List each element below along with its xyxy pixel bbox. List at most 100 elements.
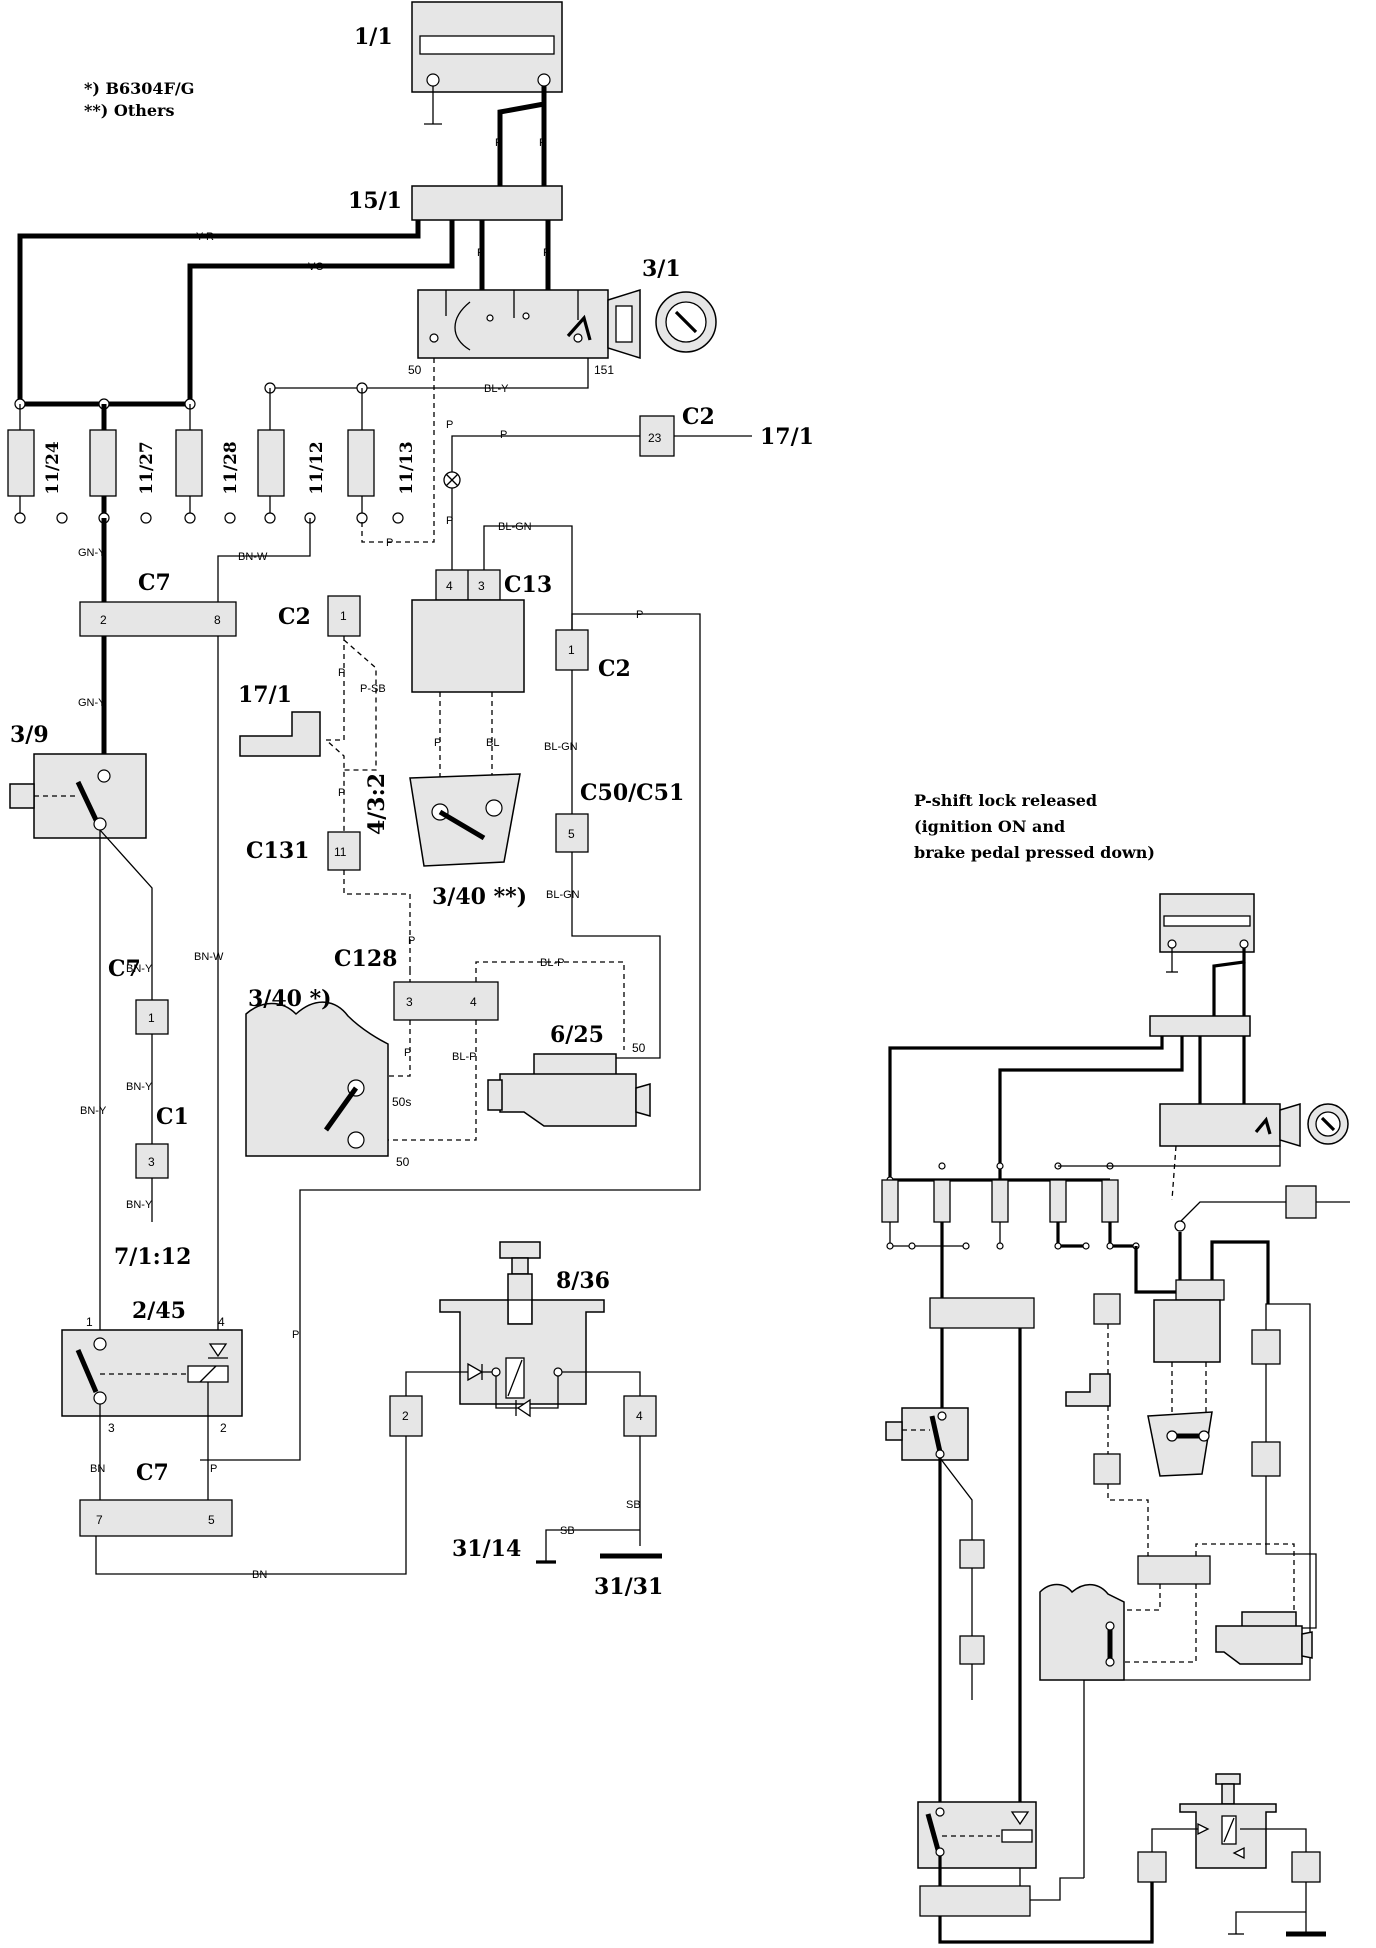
svg-text:P: P xyxy=(338,667,345,679)
svg-text:50s: 50s xyxy=(392,1095,411,1109)
svg-text:151: 151 xyxy=(594,363,614,377)
ref-4-3-2: 4/3:2 xyxy=(364,773,390,835)
svg-text:BN-Y: BN-Y xyxy=(80,1105,107,1117)
svg-text:8: 8 xyxy=(214,613,221,627)
inhibitor-switch xyxy=(9,753,147,839)
inset-diagram xyxy=(881,893,1350,1944)
fuse-11-27: 11/27 xyxy=(137,441,157,495)
fuse-11-12: 11/12 xyxy=(307,441,327,495)
label-c50: C50/C51 xyxy=(580,780,684,806)
relay-8-36 xyxy=(405,1241,641,1418)
svg-text:1: 1 xyxy=(148,1011,155,1025)
selector-module xyxy=(411,599,525,693)
fuse-11-28: 11/28 xyxy=(221,441,241,495)
svg-text:P: P xyxy=(404,1047,411,1059)
label-c13: C13 xyxy=(504,572,552,598)
svg-text:1: 1 xyxy=(568,643,575,657)
svg-text:P: P xyxy=(338,787,345,799)
svg-text:VO: VO xyxy=(308,261,324,273)
svg-text:2: 2 xyxy=(100,613,107,627)
fuse-block xyxy=(7,388,404,524)
svg-text:3: 3 xyxy=(478,579,485,593)
svg-text:4: 4 xyxy=(636,1409,643,1423)
svg-text:SB: SB xyxy=(560,1525,575,1537)
svg-text:1: 1 xyxy=(86,1315,93,1329)
svg-text:50: 50 xyxy=(408,363,422,377)
label-c2-mid: C2 xyxy=(278,604,311,630)
svg-text:R: R xyxy=(539,137,547,149)
label-c2-right: C2 xyxy=(598,656,631,682)
svg-text:3: 3 xyxy=(108,1421,115,1435)
svg-text:4: 4 xyxy=(446,579,453,593)
inset-title-1: P-shift lock released xyxy=(914,791,1097,810)
svg-text:4: 4 xyxy=(218,1315,225,1329)
svg-text:Y-R: Y-R xyxy=(196,231,214,243)
label-c7-top: C7 xyxy=(138,570,171,596)
connector-c7-bot xyxy=(79,1499,233,1537)
svg-text:BL-P: BL-P xyxy=(540,957,564,969)
connector-c131 xyxy=(327,831,361,871)
svg-text:3: 3 xyxy=(406,995,413,1009)
label-ignition-switch: 3/1 xyxy=(642,256,681,282)
label-c7-bot: C7 xyxy=(136,1460,169,1486)
svg-text:P: P xyxy=(446,419,453,431)
svg-text:BL-GN: BL-GN xyxy=(498,521,532,533)
svg-text:7: 7 xyxy=(96,1513,103,1527)
svg-text:BL: BL xyxy=(486,737,499,749)
svg-text:SB: SB xyxy=(626,1499,641,1511)
gear-selector-others xyxy=(409,773,521,867)
relay-connector-4 xyxy=(623,1395,657,1437)
connector-c7-top xyxy=(79,601,237,637)
note-others: **) Others xyxy=(84,101,174,120)
connector-c1 xyxy=(135,1143,169,1179)
label-15-1: 15/1 xyxy=(348,188,402,214)
ref-17-1-block xyxy=(239,711,321,757)
svg-text:50: 50 xyxy=(396,1155,410,1169)
label-inhibitor-switch: 3/9 xyxy=(10,722,49,748)
svg-text:P: P xyxy=(500,429,507,441)
svg-text:5: 5 xyxy=(208,1513,215,1527)
battery xyxy=(411,1,563,125)
label-c7-mid: C7 xyxy=(108,956,141,982)
ref-17-1-mid: 17/1 xyxy=(238,682,292,708)
svg-text:P: P xyxy=(292,1329,299,1341)
svg-text:11: 11 xyxy=(334,845,347,859)
svg-text:P: P xyxy=(210,1463,217,1475)
relay-connector-2 xyxy=(389,1395,423,1437)
ground-31-14: 31/14 xyxy=(452,1536,521,1562)
shift-lock-solenoid xyxy=(61,1329,243,1417)
svg-text:GN-Y: GN-Y xyxy=(78,547,106,559)
svg-text:GN-Y: GN-Y xyxy=(78,697,106,709)
gear-selector-b6304 xyxy=(245,1001,389,1157)
svg-text:23: 23 xyxy=(648,431,662,445)
svg-text:BN: BN xyxy=(90,1463,105,1475)
svg-text:R: R xyxy=(477,247,485,259)
svg-text:R: R xyxy=(543,247,551,259)
label-c128: C128 xyxy=(334,946,397,972)
label-selector-others: 3/40 **) xyxy=(432,884,527,910)
svg-text:4: 4 xyxy=(470,995,477,1009)
fuse-11-13: 11/13 xyxy=(397,441,417,495)
connector-c2-mid xyxy=(327,595,361,637)
label-c1: C1 xyxy=(156,1104,189,1130)
svg-text:BN-Y: BN-Y xyxy=(126,1081,153,1093)
ref-7-1-12: 7/1:12 xyxy=(114,1244,191,1270)
svg-text:1: 1 xyxy=(340,609,347,623)
svg-text:2: 2 xyxy=(402,1409,409,1423)
note-b6304: *) B6304F/G xyxy=(84,79,194,98)
svg-text:3: 3 xyxy=(148,1155,155,1169)
svg-text:BN-W: BN-W xyxy=(194,951,224,963)
ref-17-1-top: 17/1 xyxy=(760,424,814,450)
svg-text:2: 2 xyxy=(220,1421,227,1435)
connector-c50 xyxy=(555,813,589,853)
svg-text:BL-P: BL-P xyxy=(452,1051,476,1063)
svg-text:BN-Y: BN-Y xyxy=(126,1199,153,1211)
svg-text:BN: BN xyxy=(252,1569,267,1581)
label-c131: C131 xyxy=(246,838,309,864)
connector-c128 xyxy=(393,981,499,1021)
ground-31-31: 31/31 xyxy=(594,1574,663,1600)
svg-text:5: 5 xyxy=(568,827,575,841)
label-shift-lock: 2/45 xyxy=(132,1298,186,1324)
label-c2-top: C2 xyxy=(682,404,715,430)
